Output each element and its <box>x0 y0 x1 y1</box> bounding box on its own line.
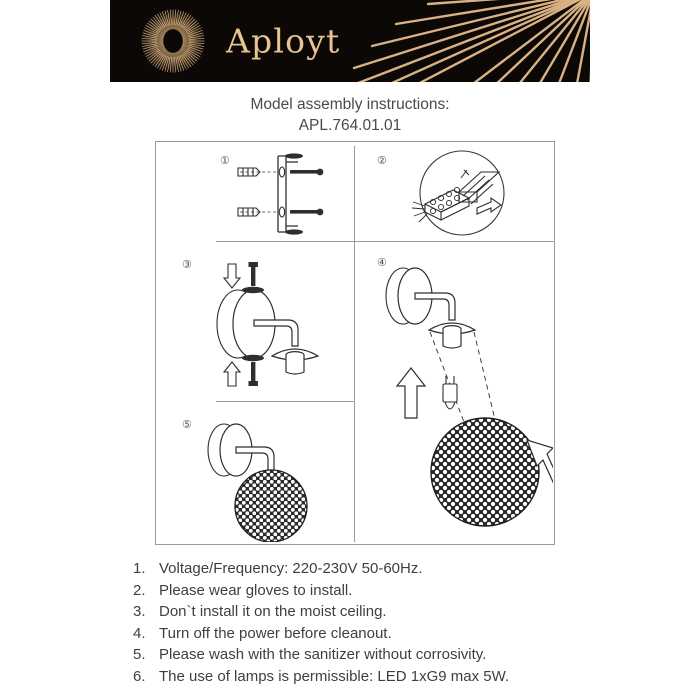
instruction-text: Please wash with the sanitizer without c… <box>159 646 487 663</box>
assembly-diagram-box: ① <box>155 141 555 545</box>
step-number-3: ③ <box>182 259 192 271</box>
step-number-2: ② <box>377 155 387 167</box>
title-line-1: Model assembly instructions: <box>250 96 450 113</box>
instruction-item: 5. Please wash with the sanitizer withou… <box>133 644 613 666</box>
instruction-text: Please wear gloves to install. <box>159 581 353 599</box>
diagram-divider-vertical <box>354 146 355 542</box>
step-panel-5: ⑤ <box>156 402 354 542</box>
instruction-number: 1. <box>133 560 146 577</box>
wiring-terminal-block-figure <box>411 150 505 236</box>
instructions-list: 1. Voltage/Frequency: 220-230V 50-60Hz. … <box>133 558 613 687</box>
instruction-item: 1. Voltage/Frequency: 220-230V 50-60Hz. <box>133 558 613 580</box>
instruction-number: 2. <box>133 581 146 599</box>
completed-assembly-figure <box>207 423 308 542</box>
instruction-item: 2. Please wear gloves to install. <box>133 580 613 602</box>
diagram-divider-horizontal-2 <box>216 401 355 402</box>
step-panel-1: ① <box>156 142 354 241</box>
radial-rays-decoration-icon <box>352 0 590 82</box>
step-number-1: ① <box>220 155 230 167</box>
title-line-2: APL.764.01.01 <box>298 117 402 134</box>
step-number-4: ④ <box>377 257 387 269</box>
instruction-item: 4. Turn off the power before cleanout. <box>133 623 613 645</box>
instruction-text: Voltage/Frequency: 220-230V 50-60Hz. <box>159 560 423 577</box>
page-title: Model assembly instructions: APL.764.01.… <box>0 94 700 136</box>
brand-name: Aployt <box>226 21 341 61</box>
instruction-number: 6. <box>133 667 146 685</box>
step-panel-2: ② <box>355 142 554 241</box>
instruction-text: The use of lamps is permissible: LED 1xG… <box>159 667 510 685</box>
install-bulb-and-globe-figure <box>385 267 553 527</box>
instruction-text: Don`t install it on the moist ceiling. <box>159 603 387 620</box>
instruction-number: 3. <box>133 603 146 620</box>
instruction-text: Turn off the power before cleanout. <box>159 624 392 642</box>
instruction-number: 4. <box>133 624 146 642</box>
header-banner: Aployt <box>110 0 590 82</box>
instruction-item: 3. Don`t install it on the moist ceiling… <box>133 601 613 623</box>
instruction-item: 6. The use of lamps is permissible: LED … <box>133 666 613 688</box>
sunburst-logo-icon <box>140 8 206 74</box>
mounting-bracket-screws-figure <box>237 153 324 235</box>
attach-base-plate-figure <box>216 262 320 387</box>
instruction-number: 5. <box>133 646 146 663</box>
step-panel-3: ③ <box>156 242 354 401</box>
step-number-5: ⑤ <box>182 419 192 431</box>
step-panel-4: ④ <box>355 242 554 542</box>
diagram-divider-horizontal-1 <box>216 241 554 242</box>
